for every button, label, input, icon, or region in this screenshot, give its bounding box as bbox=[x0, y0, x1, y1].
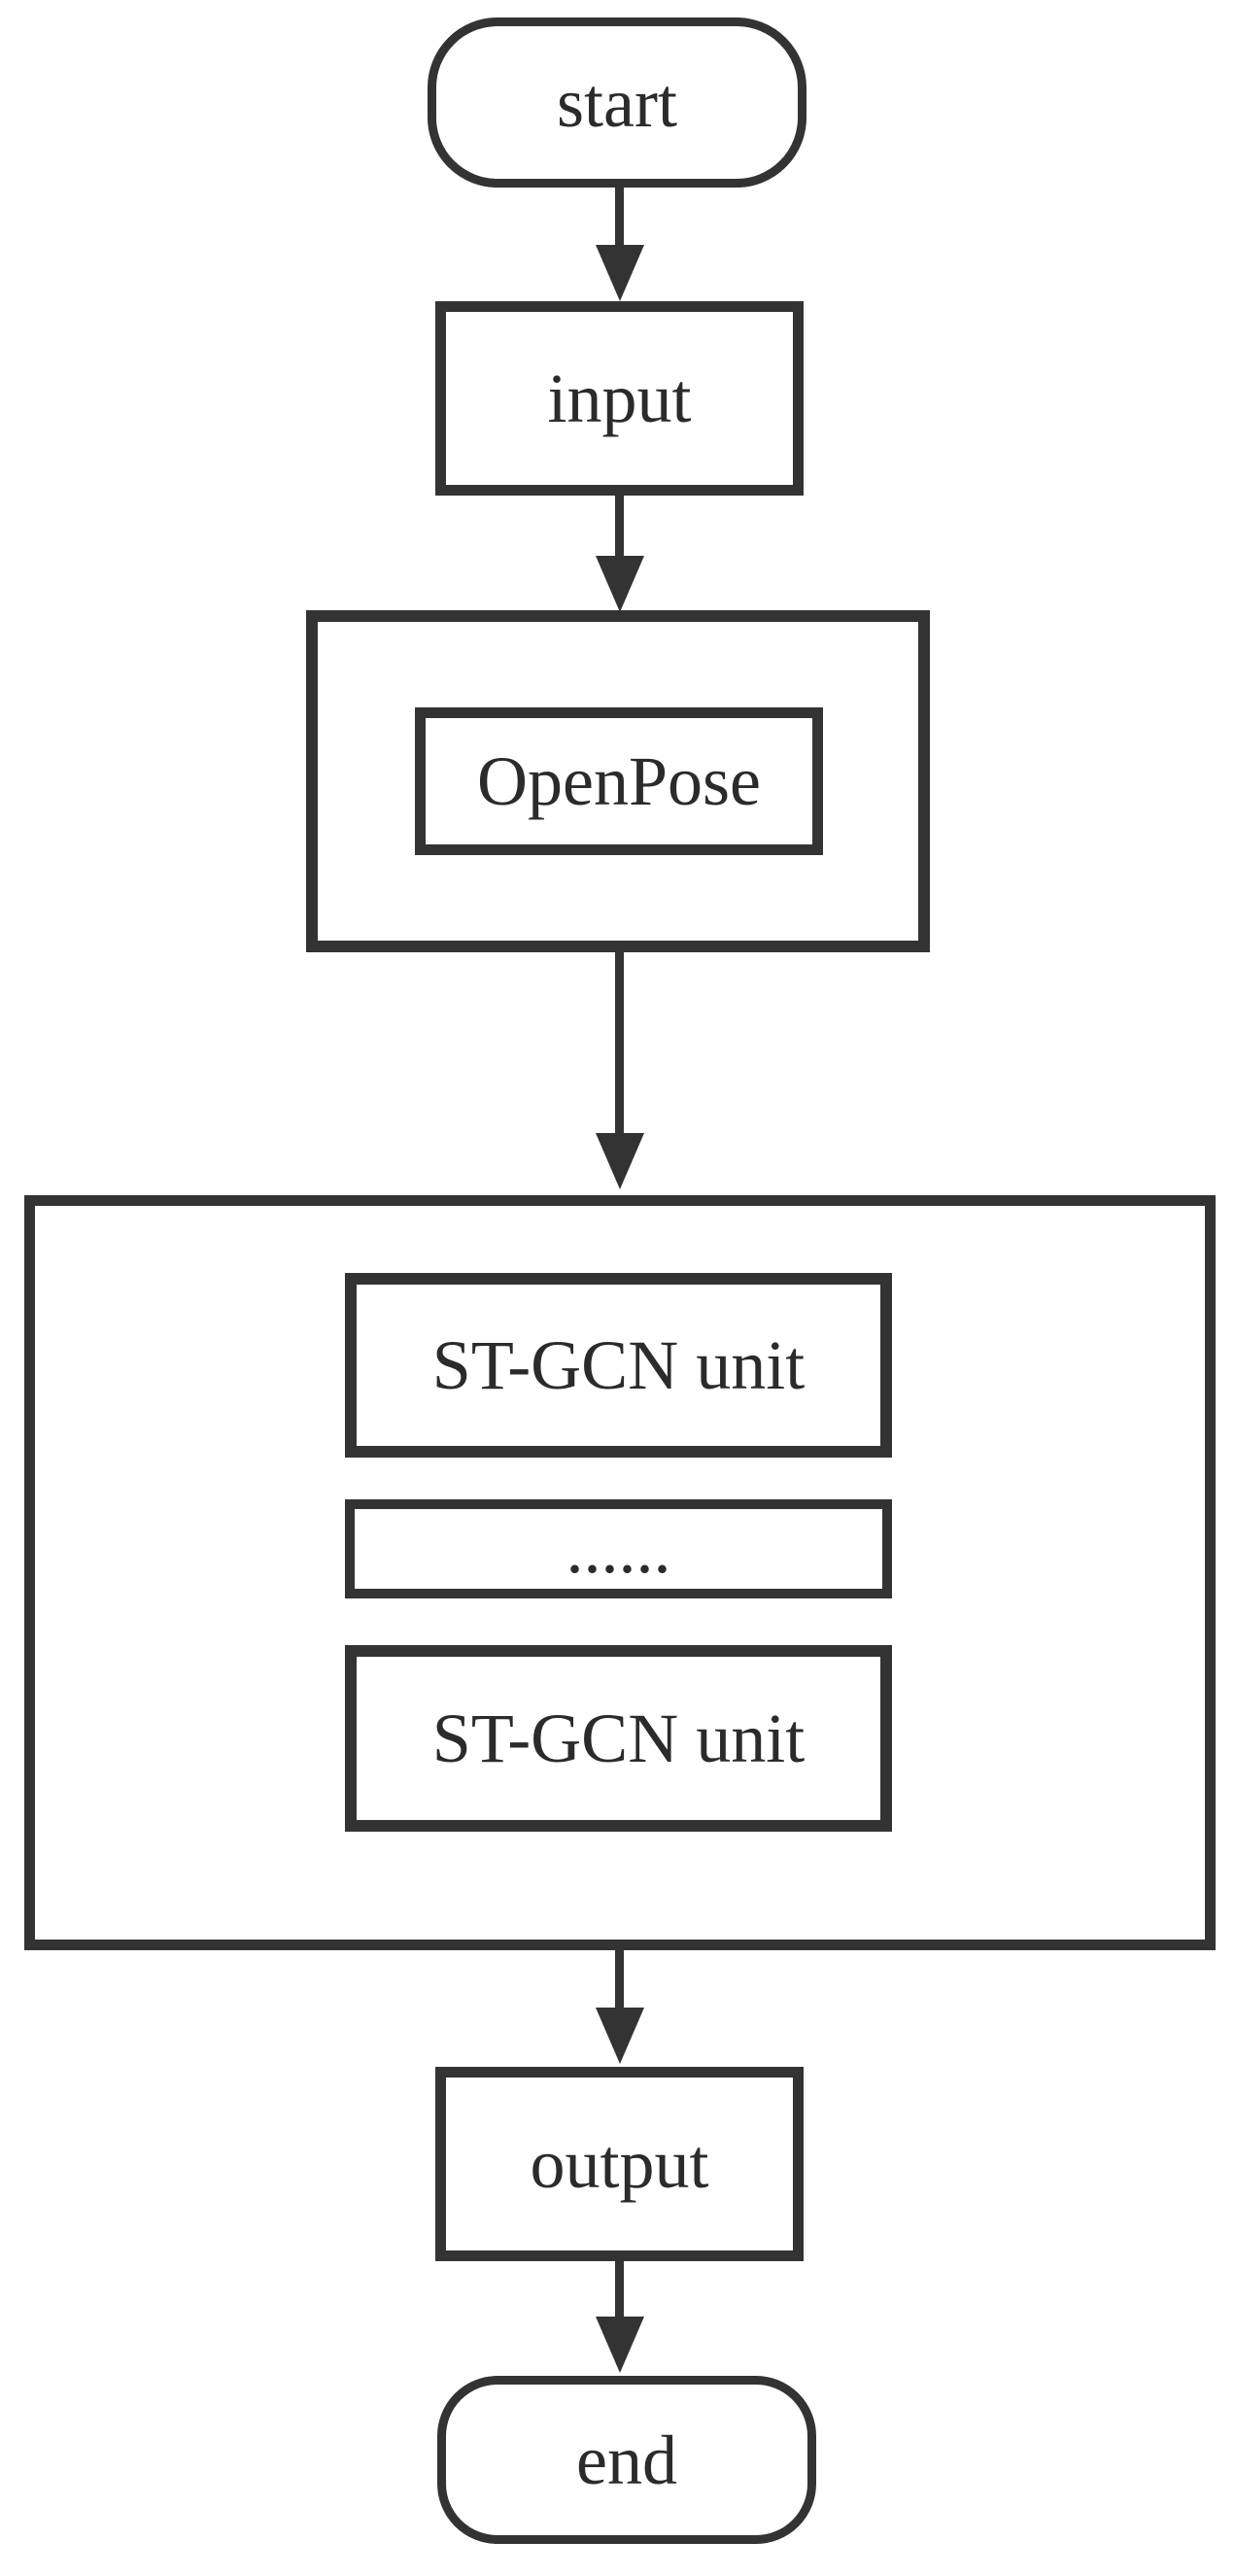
node-stgcn-unit-1-label: ST-GCN unit bbox=[431, 1326, 806, 1404]
arrow-head-icon bbox=[596, 2317, 644, 2373]
node-stgcn-unit-1: ST-GCN unit bbox=[345, 1273, 892, 1458]
arrow-head-icon bbox=[596, 556, 644, 612]
node-stgcn-container bbox=[24, 1195, 1216, 1950]
node-input-label: input bbox=[547, 360, 692, 437]
arrow-stem bbox=[615, 1948, 624, 2010]
node-ellipsis-label: ...... bbox=[566, 1510, 671, 1588]
node-end: end bbox=[437, 2376, 816, 2544]
node-openpose: OpenPose bbox=[415, 707, 823, 855]
node-stgcn-unit-2-label: ST-GCN unit bbox=[431, 1700, 806, 1777]
node-stgcn-unit-2: ST-GCN unit bbox=[345, 1645, 892, 1832]
arrow-stem bbox=[615, 187, 624, 251]
node-openpose-container bbox=[306, 610, 930, 952]
arrow-stem bbox=[615, 952, 624, 1135]
node-input: input bbox=[435, 301, 804, 496]
arrow-stem bbox=[615, 496, 624, 560]
node-openpose-label: OpenPose bbox=[477, 742, 761, 820]
node-end-label: end bbox=[576, 2421, 677, 2499]
node-output-label: output bbox=[530, 2125, 709, 2203]
arrow-head-icon bbox=[596, 1133, 644, 1189]
node-output: output bbox=[435, 2067, 804, 2261]
node-ellipsis: ...... bbox=[345, 1499, 892, 1598]
arrow-stem bbox=[615, 2261, 624, 2319]
node-start: start bbox=[428, 17, 806, 188]
arrow-head-icon bbox=[596, 245, 644, 301]
node-start-label: start bbox=[557, 63, 677, 142]
arrow-head-icon bbox=[596, 2008, 644, 2064]
